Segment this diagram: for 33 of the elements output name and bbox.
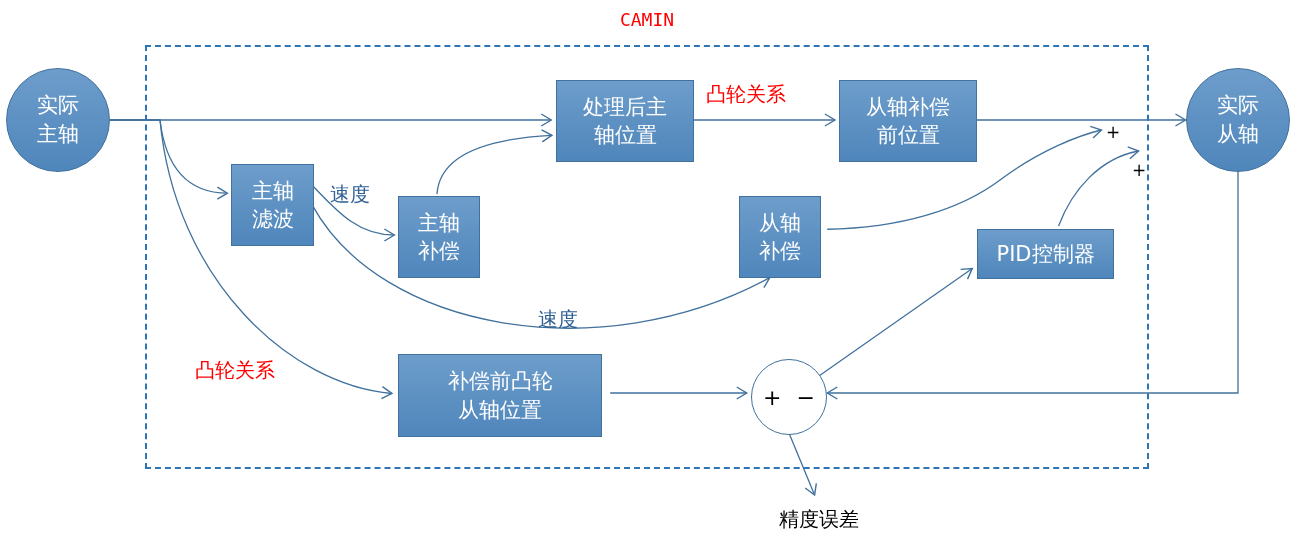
edge-label: 速度 (538, 306, 578, 333)
arrow (826, 171, 1239, 400)
node-text: 从轴补偿 (758, 209, 802, 265)
process-box (556, 80, 694, 162)
node-text: 从轴补偿前位置 (865, 93, 951, 149)
arrow (818, 267, 973, 377)
process-box (231, 164, 314, 246)
node-text: 主轴补偿 (417, 209, 461, 265)
edge-label: 凸轮关系 (706, 81, 786, 108)
node-text: PID控制器 (996, 240, 1095, 268)
arrow (1057, 146, 1140, 227)
node-text: + − (763, 384, 815, 410)
process-box (839, 80, 977, 162)
node-text: 主轴滤波 (250, 177, 295, 233)
arrow (109, 119, 393, 399)
node-text: 精度误差 (779, 505, 859, 533)
edge-label: 速度 (330, 181, 370, 208)
node-text: + (1105, 122, 1121, 142)
process-box (398, 196, 480, 278)
node-text: 实际从轴 (1216, 91, 1260, 148)
block-title: CAMIN (618, 9, 676, 30)
edge-label: 凸轮关系 (195, 357, 275, 384)
arrow (436, 129, 553, 195)
arrow (609, 386, 748, 400)
arrow (788, 433, 817, 496)
node-text: 处理后主轴位置 (582, 93, 668, 149)
node-text: + (1131, 160, 1147, 180)
process-box (977, 229, 1114, 279)
process-box (739, 196, 821, 278)
node-text: 补偿前凸轮从轴位置 (446, 368, 554, 424)
process-box (398, 354, 602, 437)
node-text: 实际主轴 (36, 91, 80, 148)
arrow (826, 125, 1103, 230)
